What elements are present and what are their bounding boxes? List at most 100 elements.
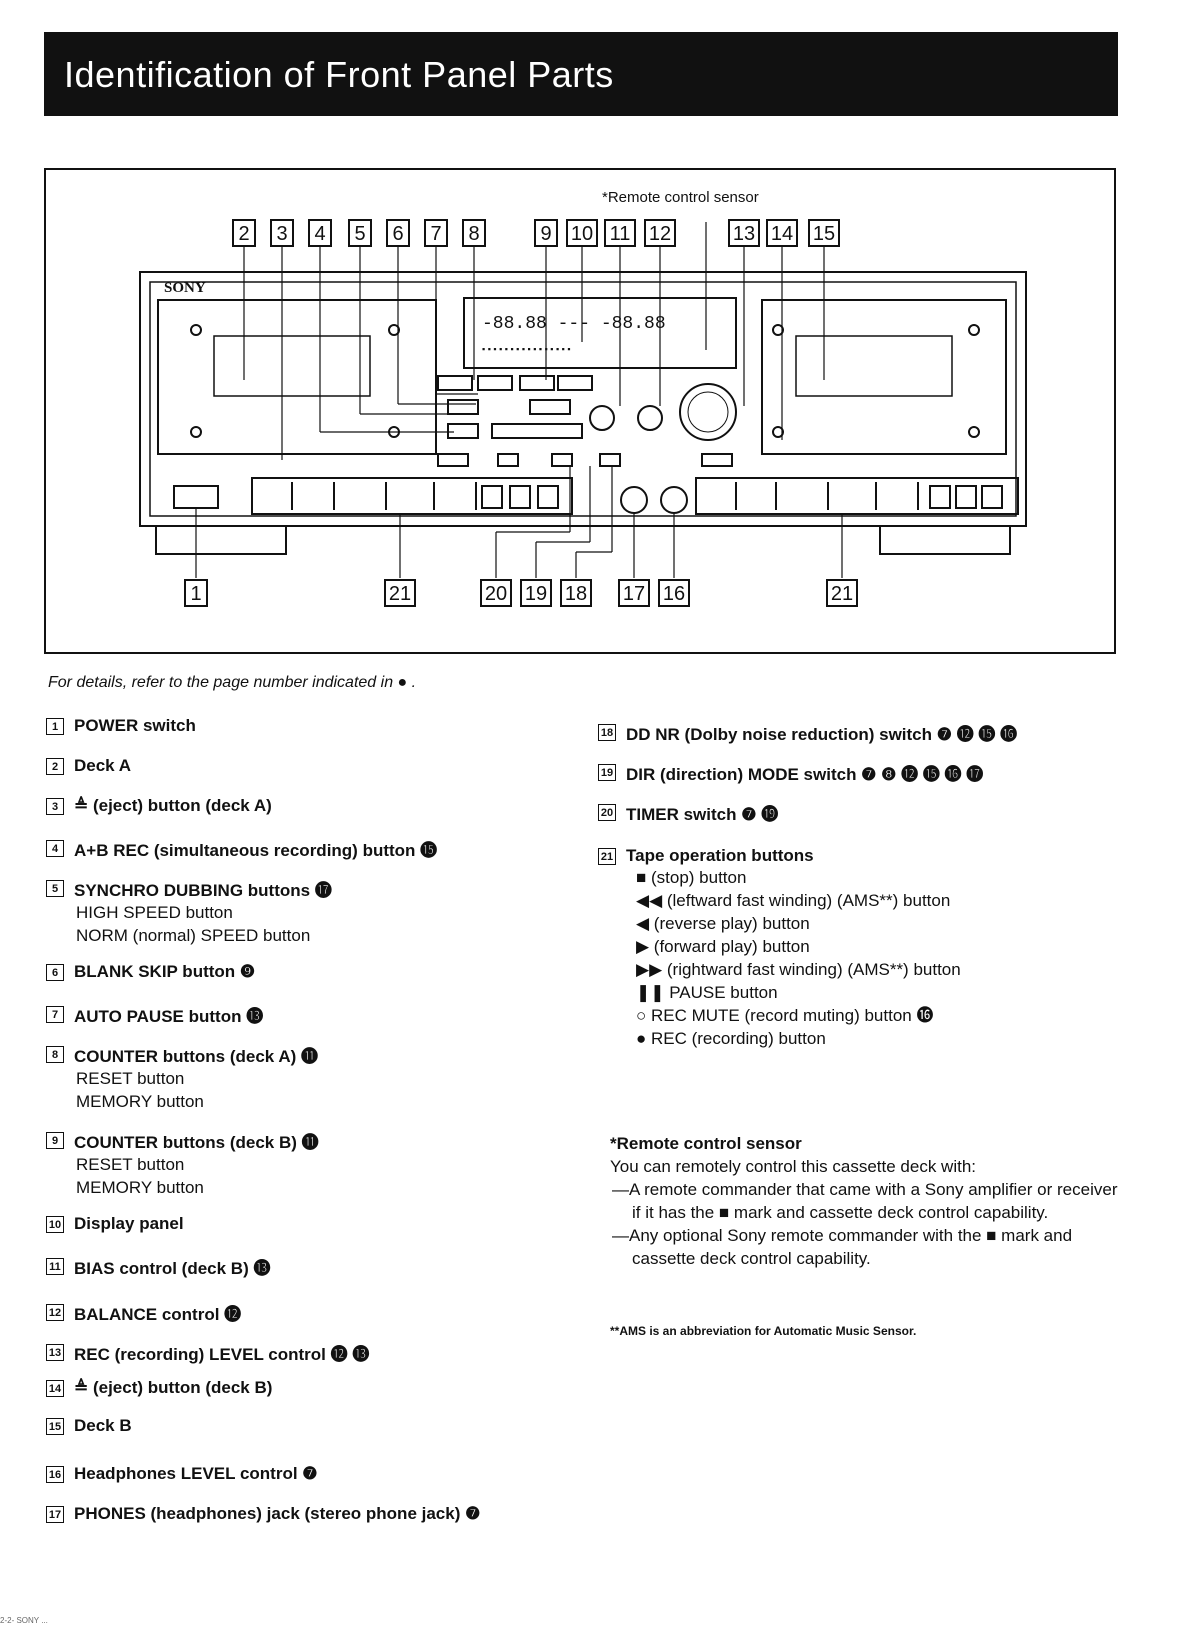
part-sub-item: RESET button: [76, 1069, 185, 1088]
deck-a-cassette-door: [157, 299, 437, 455]
part-label: BALANCE control ⓬: [74, 1305, 242, 1324]
deck-a-transport: [251, 477, 573, 515]
callout-number-15: 15: [813, 223, 835, 245]
callout-box-21: [826, 579, 858, 607]
part-label: TIMER switch ❼ ⓳: [626, 805, 779, 824]
callout-number-21: 21: [389, 583, 411, 605]
callout-box-20: [480, 579, 512, 607]
part-number-badge: 13: [46, 1344, 64, 1361]
part-label: A+B REC (simultaneous recording) button …: [74, 841, 438, 860]
part-sub-item: ○ REC MUTE (record muting) button ⓰: [636, 1006, 934, 1025]
part-item-12: 12 BALANCE control ⓬: [46, 1300, 241, 1325]
callout-number-3: 3: [276, 223, 287, 245]
callout-number-9: 9: [540, 223, 551, 245]
part-number-badge: 15: [46, 1417, 64, 1435]
part-label: COUNTER buttons (deck B) ⓫: [74, 1133, 319, 1152]
remote-sensor-label: *Remote control sensor: [602, 189, 759, 206]
part-label: BIAS control (deck B) ⓭: [74, 1259, 271, 1278]
callout-box-21: [384, 579, 416, 607]
part-number-badge: 19: [598, 764, 616, 781]
callout-number-21: 21: [831, 583, 853, 605]
part-number-badge: 6: [46, 963, 64, 981]
callout-box-12: [644, 219, 676, 247]
title-bar: Identification of Front Panel Parts: [44, 32, 1118, 116]
svg-text:-88.88 --- -88.88: -88.88 --- -88.88: [482, 314, 666, 334]
callout-box-9: [534, 219, 558, 247]
callout-number-14: 14: [771, 223, 793, 245]
part-number-badge: 3: [46, 797, 64, 815]
part-sub-item: RESET button: [76, 1155, 185, 1174]
callout-number-19: 19: [525, 583, 547, 605]
part-number-badge: 5: [46, 880, 64, 897]
part-label: ≜ (eject) button (deck A): [74, 796, 272, 815]
part-number-badge: 18: [598, 724, 616, 741]
remote-sensor-section: *Remote control sensor You can remotely …: [610, 1132, 1130, 1270]
ams-footnote: **AMS is an abbreviation for Automatic M…: [610, 1324, 917, 1338]
sony-logo: SONY: [164, 280, 206, 296]
callout-box-17: [618, 579, 650, 607]
part-label: POWER switch: [74, 716, 196, 735]
part-number-badge: 12: [46, 1304, 64, 1321]
part-label: Deck A: [74, 756, 132, 775]
deck-b-cassette-door: [761, 299, 1007, 455]
callout-number-4: 4: [314, 223, 325, 245]
callout-number-6: 6: [392, 223, 403, 245]
deck-body: [139, 271, 1027, 527]
part-number-badge: 2: [46, 757, 64, 775]
callout-box-6: [386, 219, 410, 247]
power-button-shape: [173, 485, 219, 509]
part-number-badge: 8: [46, 1046, 64, 1063]
rec-level-knob: [679, 383, 737, 441]
part-number-badge: 16: [46, 1465, 64, 1483]
callout-box-4: [308, 219, 332, 247]
part-label: SYNCHRO DUBBING buttons ⓱: [74, 881, 332, 900]
part-label: AUTO PAUSE button ⓭: [74, 1007, 264, 1026]
part-number-badge: 11: [46, 1258, 64, 1275]
part-sub-item: MEMORY button: [76, 1178, 204, 1197]
part-number-badge: 17: [46, 1505, 64, 1523]
callout-box-1: [184, 579, 208, 607]
callout-box-7: [424, 219, 448, 247]
callout-number-18: 18: [565, 583, 587, 605]
page-title: Identification of Front Panel Parts: [64, 54, 614, 95]
callout-number-7: 7: [430, 223, 441, 245]
callout-number-2: 2: [238, 223, 249, 245]
callout-number-1: 1: [190, 583, 201, 605]
part-label: COUNTER buttons (deck A) ⓫: [74, 1047, 318, 1066]
callout-number-11: 11: [610, 223, 631, 245]
part-label: Tape operation buttons: [626, 846, 814, 865]
part-sub-item: ❚❚ PAUSE button: [636, 983, 778, 1002]
part-item-17: 17 PHONES (headphones) jack (stereo phone…: [46, 1504, 480, 1524]
part-number-badge: 10: [46, 1215, 64, 1233]
callout-number-16: 16: [663, 583, 685, 605]
page-footer: 2-2- SONY ...: [0, 1616, 48, 1625]
callout-box-3: [270, 219, 294, 247]
callout-box-5: [348, 219, 372, 247]
remote-sensor-intro: You can remotely control this cassette d…: [610, 1157, 976, 1176]
callout-box-8: [462, 219, 486, 247]
part-item-2: 2 Deck A: [46, 756, 131, 776]
callout-box-10: [566, 219, 598, 247]
part-item-5: 5 SYNCHRO DUBBING buttons ⓱ HIGH SPEED but…: [46, 876, 332, 947]
part-sub-item: ◀◀ (leftward fast winding) (AMS**) butto…: [636, 891, 951, 910]
deck-b-transport: [695, 477, 1019, 515]
part-item-11: 11 BIAS control (deck B) ⓭: [46, 1254, 270, 1279]
remote-sensor-line-2: —Any optional Sony remote commander with…: [612, 1226, 1073, 1268]
part-sub-item: HIGH SPEED button: [76, 903, 233, 922]
part-sub-item: MEMORY button: [76, 1092, 204, 1111]
part-label: ≜ (eject) button (deck B): [74, 1378, 273, 1397]
callout-number-20: 20: [485, 583, 507, 605]
callout-box-18: [560, 579, 592, 607]
part-sub-item: ▶▶ (rightward fast winding) (AMS**) butt…: [636, 960, 961, 979]
part-label: PHONES (headphones) jack (stereo phone j…: [74, 1504, 481, 1523]
callout-number-5: 5: [354, 223, 365, 245]
part-sub-item: NORM (normal) SPEED button: [76, 926, 311, 945]
